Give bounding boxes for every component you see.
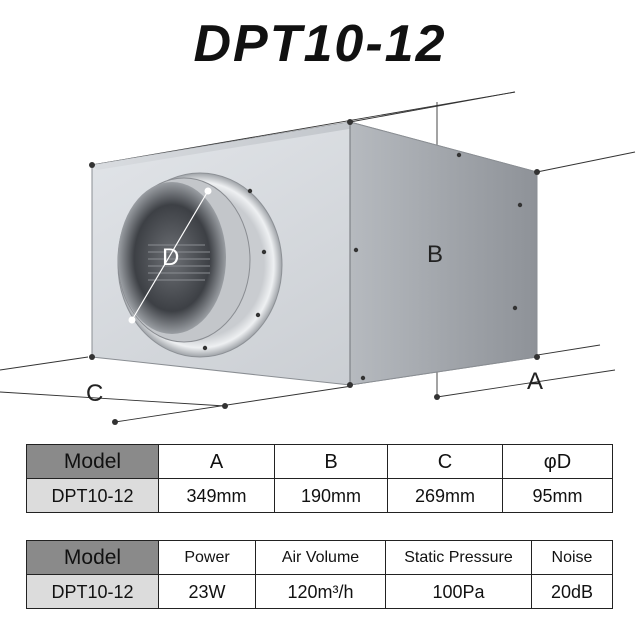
header-noise: Noise: [531, 540, 613, 575]
cell-a: 349mm: [158, 478, 275, 513]
screws: [89, 119, 540, 425]
header-b: B: [274, 444, 388, 479]
table-row: DPT10-12 23W 120m³/h 100Pa 20dB: [26, 574, 613, 609]
header-static-pressure: Static Pressure: [385, 540, 532, 575]
cell-b: 190mm: [274, 478, 388, 513]
cell-model: DPT10-12: [26, 478, 159, 513]
performance-table: Model Power Air Volume Static Pressure N…: [26, 540, 613, 609]
header-a: A: [158, 444, 275, 479]
header-model: Model: [26, 540, 159, 575]
cell-static-pressure: 100Pa: [385, 574, 532, 609]
header-c: C: [387, 444, 503, 479]
header-air-volume: Air Volume: [255, 540, 386, 575]
header-model: Model: [26, 444, 159, 479]
cell-air-volume: 120m³/h: [255, 574, 386, 609]
cell-noise: 20dB: [531, 574, 613, 609]
cell-c: 269mm: [387, 478, 503, 513]
product-dimension-diagram: D B A C: [0, 91, 636, 425]
dimension-label-d: D: [162, 244, 179, 271]
dimension-label-c: C: [86, 380, 103, 407]
table-row: DPT10-12 349mm 190mm 269mm 95mm: [26, 478, 613, 513]
table-header-row: Model Power Air Volume Static Pressure N…: [26, 540, 613, 575]
cell-diameter: 95mm: [502, 478, 613, 513]
table-header-row: Model A B C φD: [26, 444, 613, 479]
dimensions-table: Model A B C φD DPT10-12 349mm 190mm 269m…: [26, 444, 613, 513]
inlet-collar: [117, 172, 283, 358]
cell-model: DPT10-12: [26, 574, 159, 609]
cell-power: 23W: [158, 574, 256, 609]
dimension-label-a: A: [527, 368, 543, 395]
dimension-label-b: B: [427, 241, 443, 268]
header-power: Power: [158, 540, 256, 575]
header-diameter: φD: [502, 444, 613, 479]
product-title: DPT10-12: [193, 15, 447, 73]
